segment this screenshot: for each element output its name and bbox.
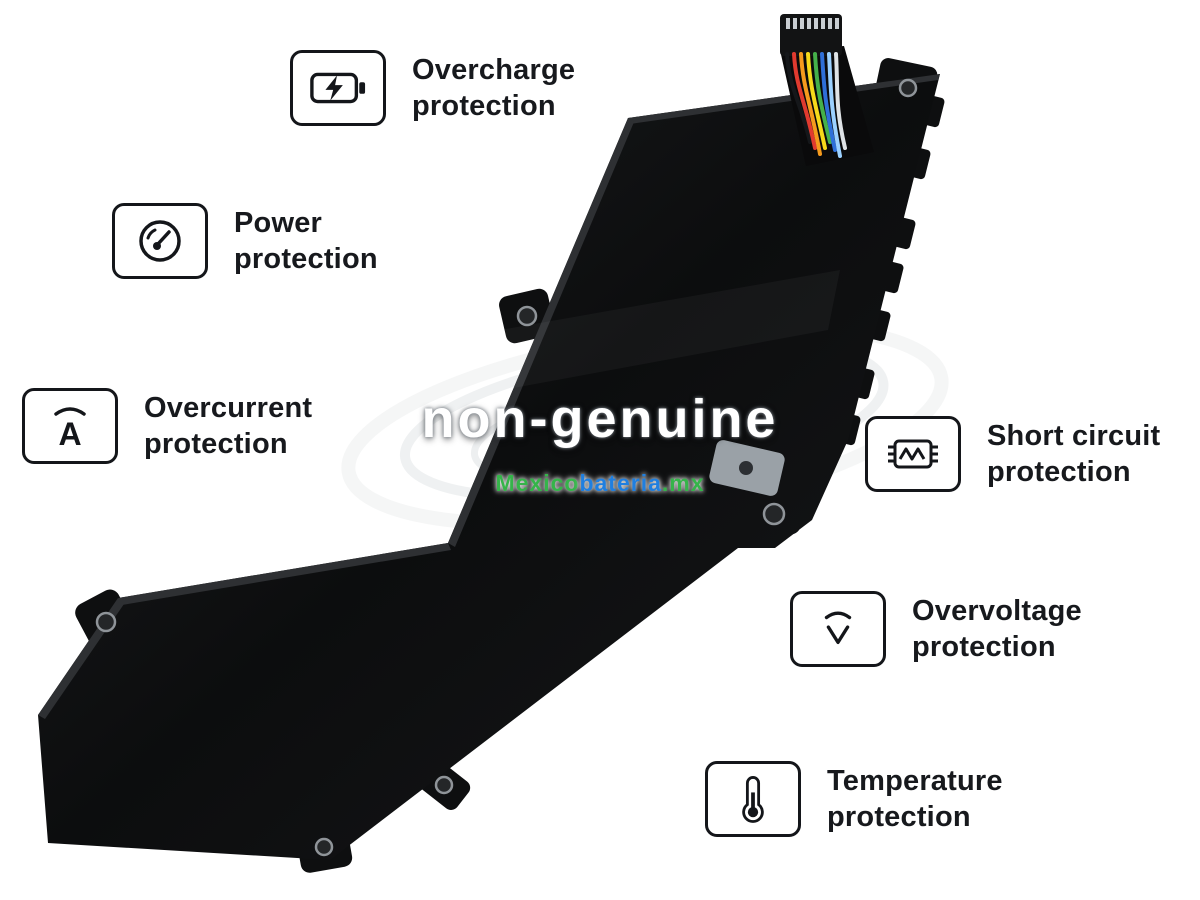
- feature-label-line-2: protection: [912, 631, 1056, 663]
- surface-sheen: [492, 270, 840, 392]
- feature-callout-overvoltage: Overvoltage protection: [790, 591, 1082, 667]
- feature-callout-power: Power protection: [112, 203, 378, 279]
- battery-connector: [780, 14, 874, 166]
- feature-label-line-1: Power: [234, 207, 323, 239]
- feature-callout-overcurrent: A Overcurrent protection: [22, 388, 312, 464]
- feature-callout-temperature: Temperature protection: [705, 761, 1003, 837]
- feature-label-line-1: Overcurrent: [144, 392, 313, 424]
- screw-holes: [95, 78, 918, 857]
- edge-highlights: [38, 74, 940, 719]
- feature-label-line-1: Temperature: [827, 765, 1003, 797]
- feature-label-line-1: Short circuit: [987, 420, 1161, 452]
- hinge-bracket: [709, 440, 785, 496]
- feature-callout-overcharge: Overcharge protection: [290, 50, 575, 126]
- feature-label-line-2: protection: [144, 428, 288, 460]
- feature-label-line-2: protection: [412, 90, 556, 122]
- feature-label: Overcurrent protection: [144, 390, 312, 462]
- short-circuit-protection-icon: [865, 416, 961, 492]
- connector-pins: [786, 18, 839, 29]
- overcurrent-protection-icon: A: [22, 388, 118, 464]
- feature-label: Power protection: [234, 205, 378, 277]
- feature-callout-short-circuit: Short circuit protection: [865, 416, 1160, 492]
- feature-label-line-1: Overvoltage: [912, 595, 1082, 627]
- power-protection-icon: [112, 203, 208, 279]
- temperature-protection-icon: [705, 761, 801, 837]
- overvoltage-protection-icon: [790, 591, 886, 667]
- feature-label-line-2: protection: [987, 456, 1131, 488]
- feature-label: Overcharge protection: [412, 52, 575, 124]
- feature-label: Overvoltage protection: [912, 593, 1082, 665]
- feature-label-line-2: protection: [827, 801, 971, 833]
- feature-label-line-2: protection: [234, 243, 378, 275]
- overcharge-protection-icon: [290, 50, 386, 126]
- battery-body: [38, 74, 940, 860]
- feature-label-line-1: Overcharge: [412, 54, 576, 86]
- connector-wires: [785, 52, 847, 158]
- svg-text:A: A: [58, 416, 81, 450]
- feature-label: Temperature protection: [827, 763, 1003, 835]
- feature-label: Short circuit protection: [987, 418, 1160, 490]
